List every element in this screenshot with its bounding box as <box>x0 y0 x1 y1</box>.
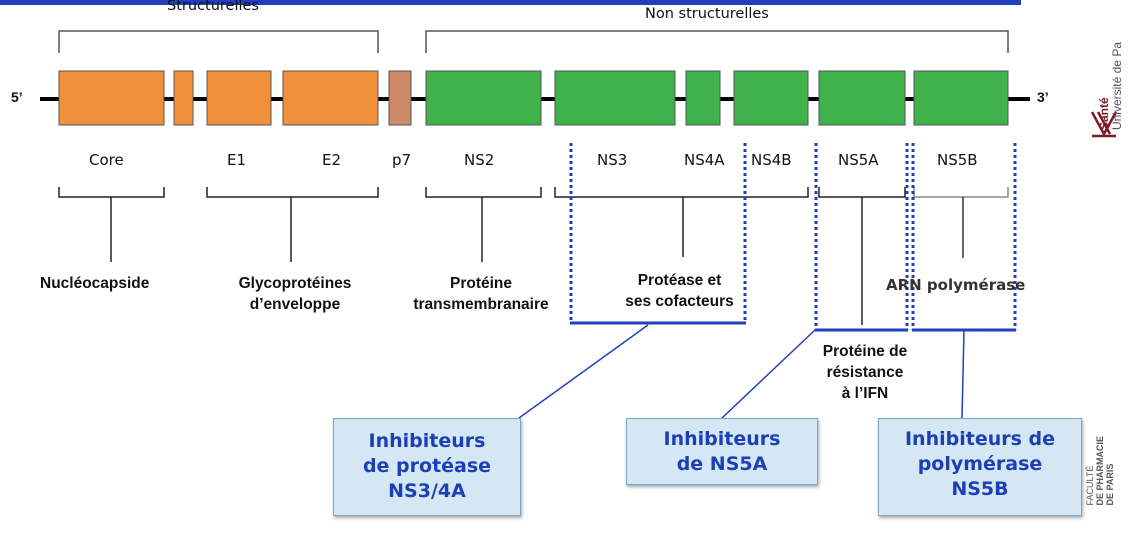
university-logo-line-1: Santé <box>1097 97 1111 131</box>
faculty-logo-text: FACULTÉ DE PHARMACIE DE PARIS <box>1085 436 1115 506</box>
ns2-bracket <box>425 187 542 198</box>
ns34a-inhibitor-box: Inhibiteurs de protéase NS3/4A <box>333 418 521 516</box>
p7-box <box>388 70 412 126</box>
structural-header: Structurelles <box>167 0 259 14</box>
core-bracket <box>58 187 165 198</box>
faculty-logo-line-3: DE PARIS <box>1105 463 1115 506</box>
ns5a-inhibitor-line-1: Inhibiteurs <box>663 428 781 450</box>
ns5a-inhibitor-line-2: de NS5A <box>676 453 768 475</box>
core-label: Core <box>89 151 124 169</box>
e2-box <box>282 70 379 126</box>
e1-label: E1 <box>227 151 247 169</box>
faculty-logo-line-1: FACULTÉ <box>1085 465 1095 506</box>
ns3-box <box>554 70 676 126</box>
ns5b-label: NS5B <box>937 151 978 169</box>
ns5b-inhibitor-line-2: polymérase <box>917 453 1043 475</box>
ns34a-connector <box>518 324 649 419</box>
e2-label: E2 <box>322 151 342 169</box>
ns5a-label: NS5A <box>838 151 879 169</box>
protease-line-2: ses cofacteurs <box>625 293 734 310</box>
ns2-label: NS2 <box>464 151 495 169</box>
ifn-line-1: Protéine de <box>822 343 908 360</box>
ns2-box <box>425 70 542 126</box>
university-logo-icon <box>1090 111 1118 138</box>
ns5b-inhibitor-box: Inhibiteurs de polymérase NS5B <box>878 418 1082 516</box>
ns34a-inhibitor-line-3: NS3/4A <box>388 480 466 502</box>
structural-bracket <box>58 30 379 53</box>
glycoprotein-line-1: Glycoprotéines <box>238 275 352 292</box>
ns34a-inhibitor-line-2: de protéase <box>362 455 492 477</box>
ifn-line-2: résistance <box>826 364 904 381</box>
rna-polymerase-label: ARN polymérase <box>886 276 1026 294</box>
ns34a-inhibitor-line-1: Inhibiteurs <box>368 430 486 452</box>
three-prime-label: 3’ <box>1037 89 1049 105</box>
header-rule <box>0 0 1021 5</box>
ifn-resistance-label: Protéine de résistance à l’IFN <box>795 341 935 404</box>
ns4b-box <box>733 70 809 126</box>
protease-label: Protéase et ses cofacteurs <box>592 270 767 312</box>
ns4a-label: NS4A <box>684 151 725 169</box>
transmembrane-line-1: Protéine <box>449 275 512 292</box>
faculty-logo-line-2: DE PHARMACIE <box>1095 436 1105 506</box>
core-cleavage-box <box>173 70 194 126</box>
ns5b-connector <box>961 329 965 419</box>
nucleocapsid-label: Nucléocapside <box>40 275 150 292</box>
ns3-label: NS3 <box>597 151 628 169</box>
ns5b-inhibitor-line-1: Inhibiteurs de <box>904 428 1056 450</box>
glycoprotein-label: Glycoprotéines d’enveloppe <box>220 273 370 315</box>
ns5a-connector <box>721 329 816 419</box>
core-box <box>58 70 165 126</box>
nonstructural-bracket <box>425 30 1009 53</box>
ns5b-box <box>913 70 1009 126</box>
ns5a-box <box>818 70 906 126</box>
ns5a-inhibitor-box: Inhibiteurs de NS5A <box>626 418 818 485</box>
p7-label: p7 <box>392 151 412 169</box>
protease-line-1: Protéase et <box>637 272 722 289</box>
university-logo-line-2: Université de Pa <box>1110 42 1124 131</box>
envelope-bracket <box>206 187 379 198</box>
transmembrane-label: Protéine transmembranaire <box>395 273 567 315</box>
e1-box <box>206 70 272 126</box>
five-prime-label: 5’ <box>11 89 23 105</box>
ns5b-bracket <box>913 187 1009 198</box>
transmembrane-line-2: transmembranaire <box>413 296 549 313</box>
ifn-line-3: à l’IFN <box>841 385 889 402</box>
ns4b-label: NS4B <box>751 151 792 169</box>
ns4a-box <box>685 70 721 126</box>
ns5b-inhibitor-line-3: NS5B <box>951 478 1009 500</box>
nonstructural-header: Non structurelles <box>645 6 769 22</box>
protease-bracket <box>554 187 809 198</box>
university-logo-text: Santé Université de Pa <box>1097 42 1124 131</box>
glycoprotein-line-2: d’enveloppe <box>249 296 341 313</box>
ns5a-bracket <box>818 187 906 198</box>
